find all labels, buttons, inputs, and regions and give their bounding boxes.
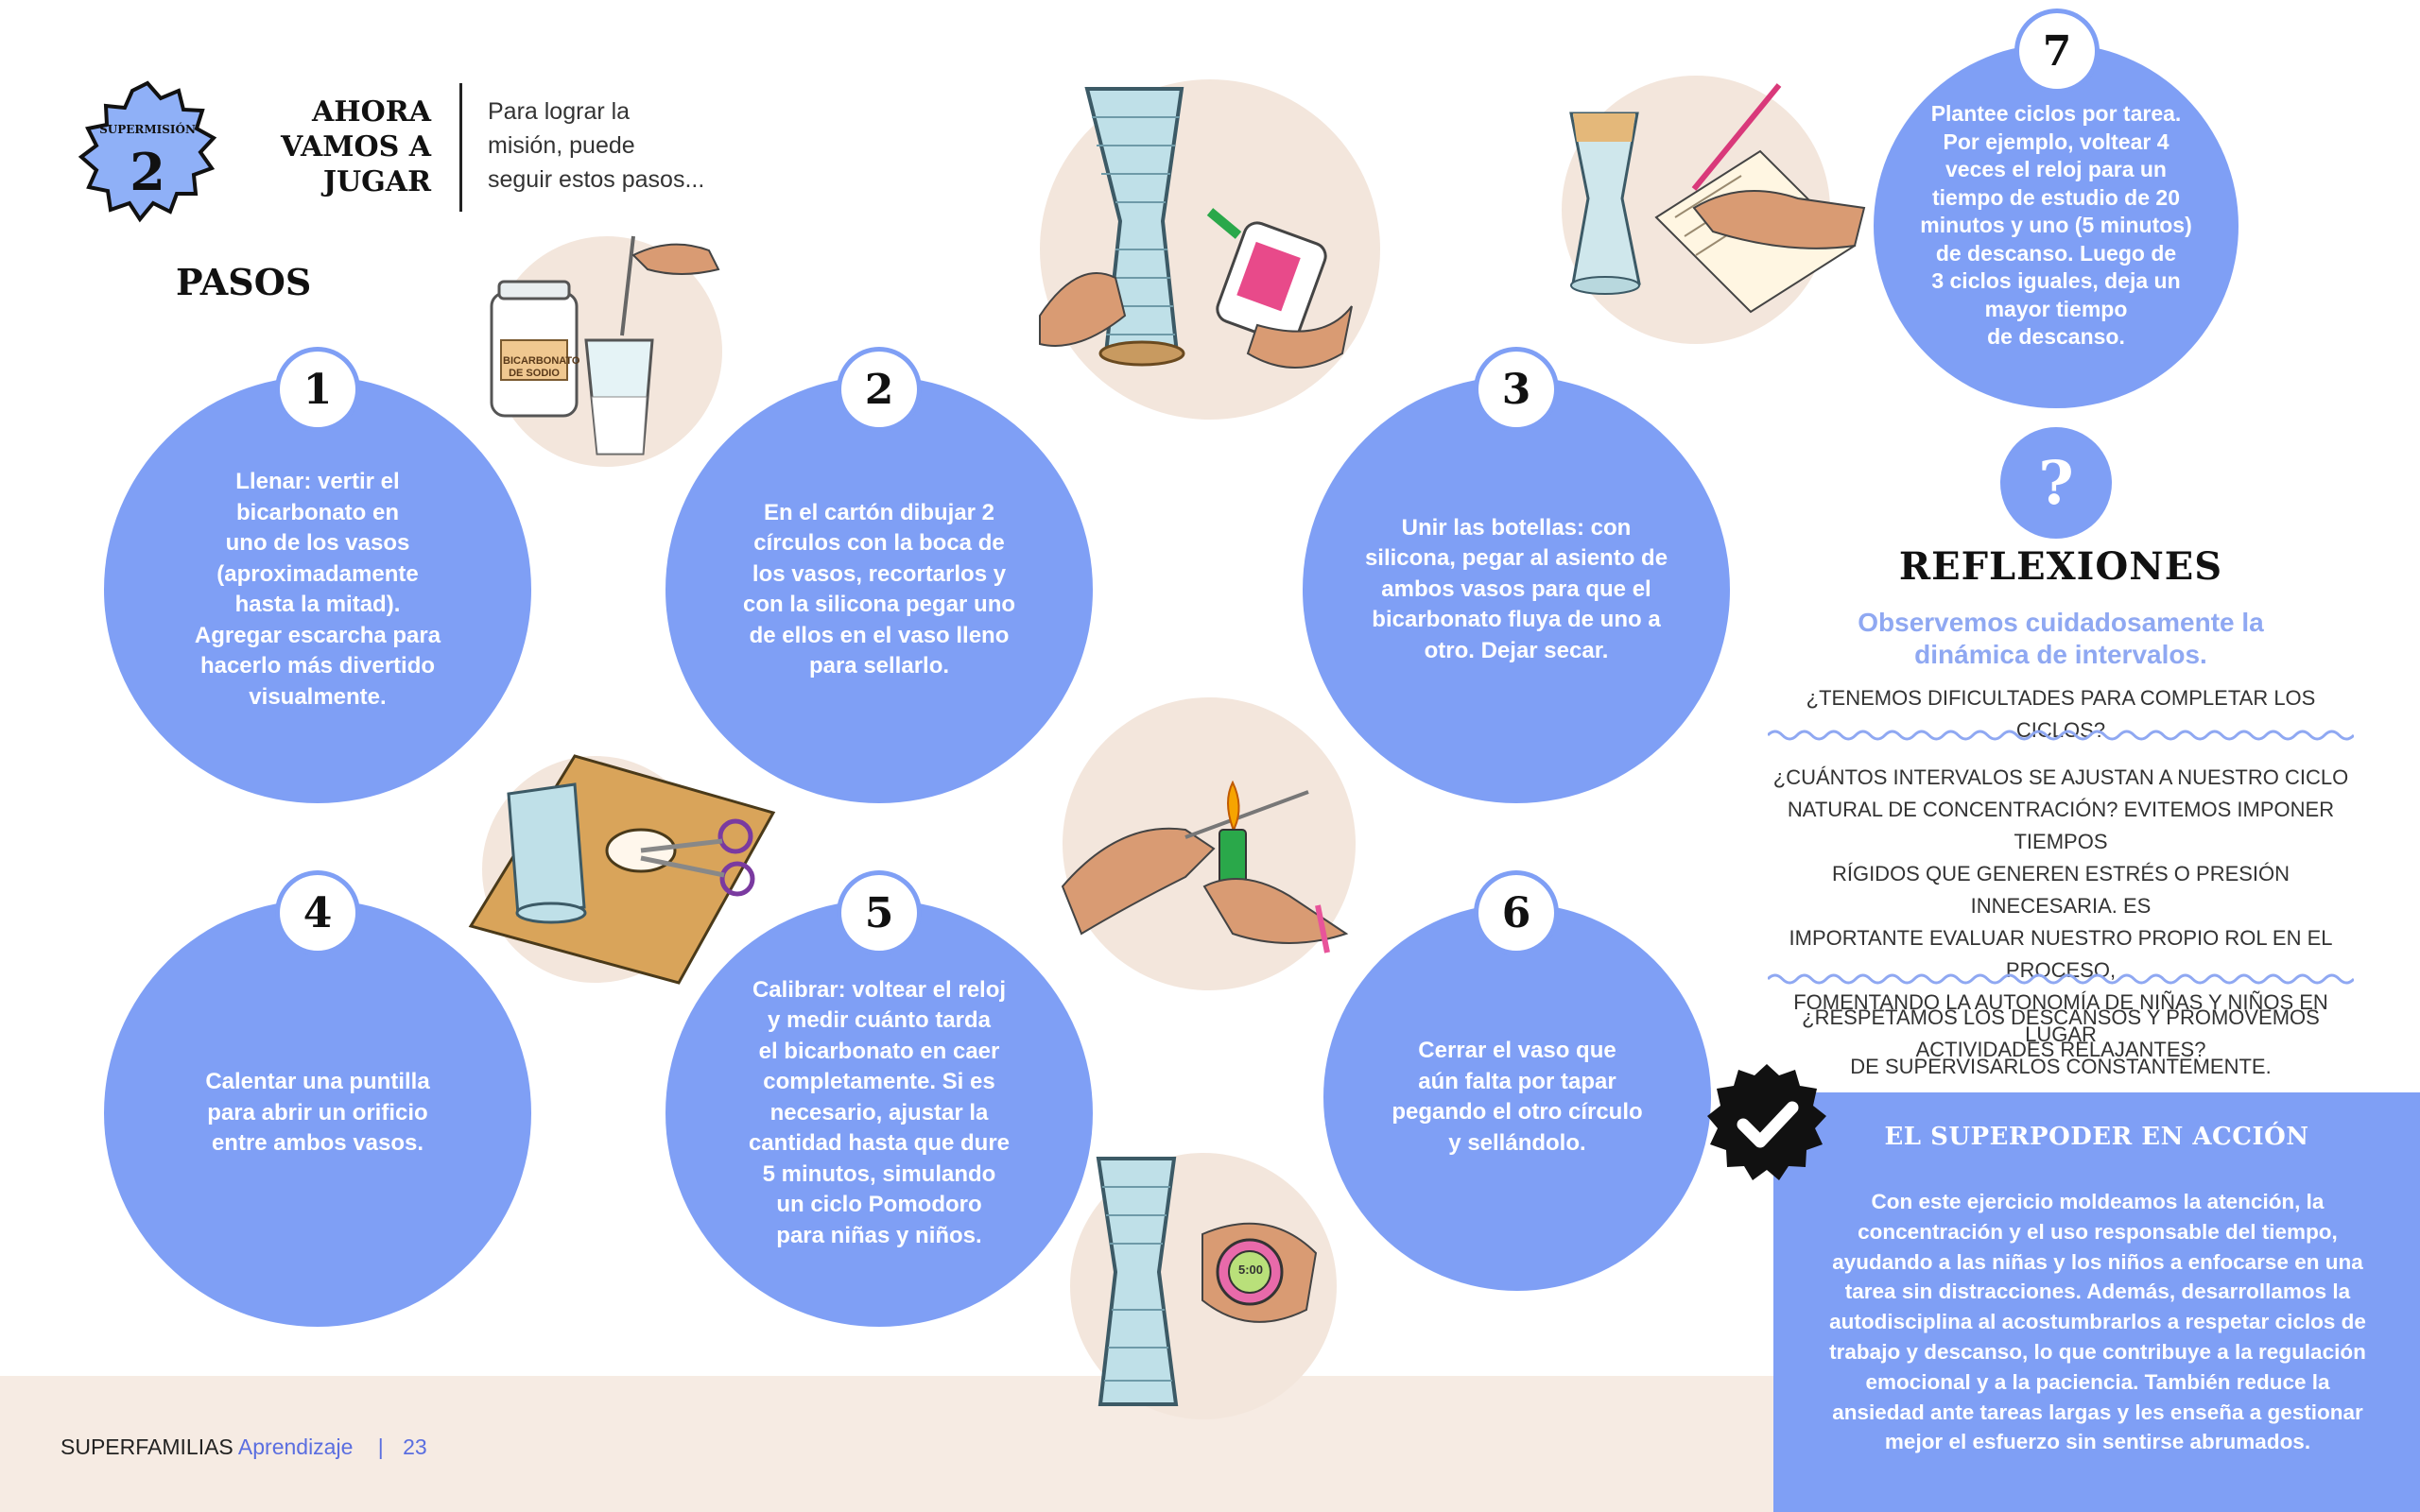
reflexiones-title: REFLEXIONES	[1898, 544, 2223, 589]
illustration-cut-cardboard	[468, 754, 776, 985]
reflexion-question-3: ¿RESPETAMOS LOS DESCANSOS Y PROMOVEMOS A…	[1802, 1005, 2320, 1061]
reflexiones-subtitle: Observemos cuidadosamente la dinámica de…	[1858, 608, 2264, 669]
footer-brand: SUPERFAMILIAS	[60, 1435, 233, 1459]
illustration-heat-nail	[1061, 697, 1356, 990]
page-number: 23	[403, 1435, 427, 1459]
step-7-circle: Plantee ciclos por tarea.Por ejemplo, vo…	[1874, 43, 2238, 408]
wave-divider-icon	[1768, 973, 2354, 985]
illustration-pour-baking-soda: BICARBONATO DE SODIO	[490, 235, 722, 467]
intro-text: Para lograr la misión, puede seguir esto…	[488, 98, 705, 193]
step-5-number: 5	[841, 875, 917, 951]
step-6-number: 6	[1478, 875, 1554, 951]
footer-band	[0, 1376, 1777, 1512]
supermision-badge-icon	[78, 80, 217, 223]
page-footer: SUPERFAMILIAS Aprendizaje | 23	[60, 1435, 427, 1460]
badge-label: SUPERMISIÓN	[99, 123, 196, 136]
step-7-number: 7	[2019, 13, 2095, 89]
footer-separator: |	[377, 1435, 384, 1459]
badge-number: 2	[130, 142, 165, 202]
illustration-writing-plan	[1562, 76, 1866, 344]
pasos-heading: PASOS	[176, 261, 312, 303]
superpoder-text: Con este ejercicio moldeamos la atención…	[1829, 1190, 2366, 1454]
superpoder-panel	[1773, 1092, 2420, 1512]
step-2-number: 2	[841, 352, 917, 427]
step-7-text: Plantee ciclos por tarea.Por ejemplo, vo…	[1920, 101, 2192, 350]
superpoder-title: EL SUPERPODER EN ACCIÓN	[1884, 1123, 2309, 1151]
jar-label: BICARBONATO DE SODIO	[503, 355, 580, 379]
question-icon: ?	[2000, 427, 2112, 539]
title-divider	[459, 83, 462, 212]
reflexion-question-1: ¿TENEMOS DIFICULTADES PARA COMPLETAR LOS…	[1806, 686, 2316, 742]
reflexion-question-2: ¿CUÁNTOS INTERVALOS SE AJUSTAN A NUESTRO…	[1772, 765, 2349, 1078]
illustration-glue-cups	[1039, 79, 1380, 420]
footer-section: Aprendizaje	[237, 1435, 354, 1459]
page-title: AHORA VAMOS A JUGAR	[281, 95, 431, 198]
step-1-number: 1	[280, 352, 355, 427]
step-4-number: 4	[280, 875, 355, 951]
jar-cup-icon	[490, 235, 720, 455]
timer-display: 5:00	[1237, 1263, 1264, 1277]
check-seal-icon	[1707, 1064, 1826, 1180]
step-3-number: 3	[1478, 352, 1554, 427]
wave-divider-icon	[1768, 730, 2354, 741]
illustration-timer: 5:00	[1070, 1153, 1337, 1419]
